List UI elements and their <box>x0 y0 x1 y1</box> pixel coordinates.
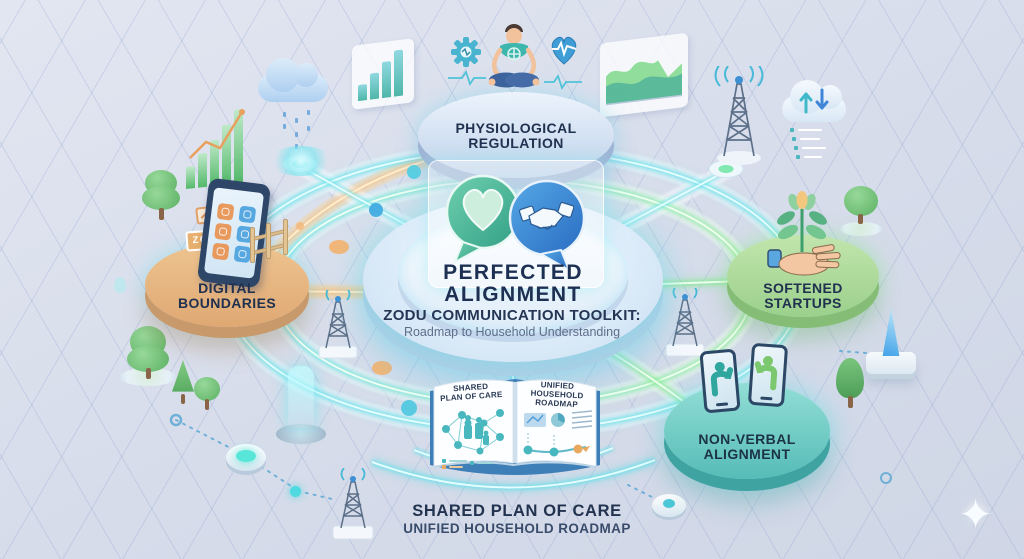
caption-line2: UNIFIED HOUSEHOLD ROADMAP <box>403 521 631 536</box>
data-cloud-icon <box>258 58 328 102</box>
app-icon <box>216 202 235 221</box>
caption-line1: SHARED PLAN OF CARE <box>412 502 622 520</box>
water-drop-icon <box>114 277 126 293</box>
node-physiological-regulation-platform <box>418 92 614 178</box>
gear-icon <box>451 37 481 67</box>
hub-bubbles-icon <box>445 174 586 273</box>
fence-icon <box>250 219 290 267</box>
meditating-person-icon <box>448 24 582 91</box>
pine-tree-icon <box>836 358 864 410</box>
tree-icon <box>120 326 176 386</box>
beacon-base <box>276 424 326 444</box>
family-network-diagram <box>445 412 501 452</box>
area-chart-panel-icon <box>600 32 688 118</box>
crystal-base <box>866 352 916 374</box>
node-nonverbal-alignment-platform <box>664 383 830 479</box>
radio-tower-icon <box>332 468 374 540</box>
app-icon <box>233 245 252 264</box>
handshake-speech-bubble-icon <box>508 179 586 273</box>
bottom-caption: SHARED PLAN OF CARE UNIFIED HOUSEHOLD RO… <box>352 502 682 536</box>
sparkle-icon: ✦ <box>958 491 994 538</box>
bar-chart-panel-icon <box>352 38 414 110</box>
milestone-timeline <box>523 410 593 457</box>
tree-icon <box>140 170 182 222</box>
landing-pad-glow-icon <box>268 146 334 176</box>
network-node-disc <box>226 444 266 471</box>
beacon-light-icon <box>288 366 314 428</box>
radio-tower-icon <box>665 288 705 357</box>
pine-tree-icon <box>172 360 194 404</box>
app-icon <box>214 222 232 241</box>
hand-holding-plant-icon <box>767 191 841 276</box>
app-icon <box>211 242 230 261</box>
bar-chart-trend-icon <box>186 98 250 189</box>
mirrored-phones-icon <box>699 342 796 428</box>
radio-tower-icon <box>714 66 764 165</box>
heart-ecg-icon <box>551 36 577 65</box>
network-node-disc <box>652 494 686 517</box>
heart-speech-bubble-icon <box>445 174 521 265</box>
tree-icon <box>194 377 220 411</box>
hub-subtitle: ZODU COMMUNICATION TOOLKIT: <box>383 307 641 324</box>
radio-tower-icon <box>318 290 358 359</box>
trend-line-icon <box>189 109 245 159</box>
book-pages <box>430 379 600 475</box>
sync-arrows-icon <box>799 88 829 114</box>
tree-icon <box>838 186 884 236</box>
hub-tagline: Roadmap to Household Understanding <box>403 325 621 339</box>
network-node-dot <box>290 486 301 497</box>
